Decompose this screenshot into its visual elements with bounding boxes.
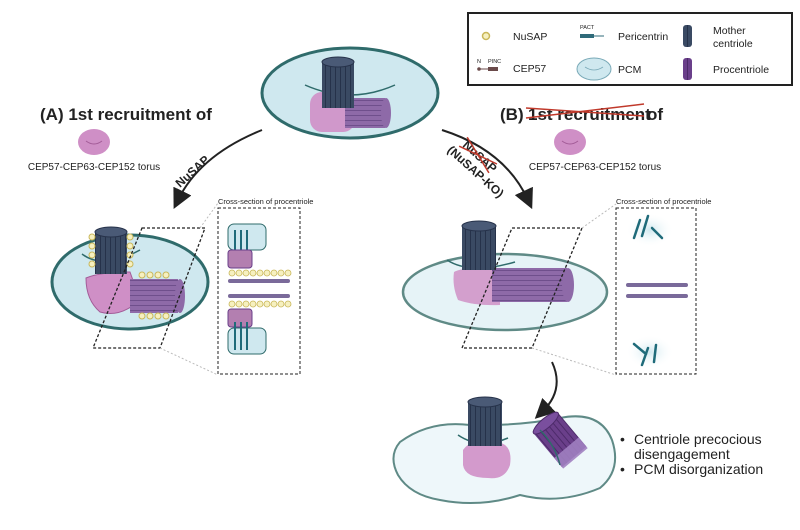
pcm-icon [576, 57, 612, 81]
outcome-list: Centriole precocious disengagement PCM d… [620, 432, 764, 478]
arrow-label-nusap: NuSAP [173, 153, 213, 191]
panel-b-centriole-complex [401, 220, 609, 349]
panel-b-title-prefix: (B) [500, 105, 524, 124]
torus-icon [78, 129, 110, 155]
panel-a-cross-section-box [217, 207, 301, 375]
outcome-item-line: disengagement [634, 446, 730, 462]
strike-line [458, 145, 498, 165]
panel-a-cross-section-content [227, 223, 292, 355]
mother-centriole [468, 402, 502, 446]
outcome-disengaged-complex [392, 396, 616, 505]
legend-label-procentriole: Procentriole [713, 64, 769, 76]
nusap-bead-icon [481, 31, 491, 41]
mother-centriole-icon [683, 25, 692, 47]
strike-line [525, 103, 645, 119]
legend-label-mother-line1: Mother [713, 25, 746, 37]
mother-centriole [462, 226, 496, 270]
panel-a-torus-label: CEP57-CEP63-CEP152 torus [28, 162, 160, 173]
legend-sublabel-n: N [477, 59, 481, 65]
panel-b-title-suffix: of [647, 105, 663, 124]
legend-sublabel-pact: PACT [580, 25, 595, 31]
panel-b-cross-section-label: Cross-section of procentriole [616, 197, 711, 206]
legend-label-mother-line2: centriole [713, 38, 753, 50]
pericentrin-icon [580, 34, 594, 38]
mother-centriole [95, 232, 127, 274]
outcome-item-line: PCM disorganization [634, 461, 764, 477]
outcome-item: PCM disorganization [620, 461, 764, 478]
procentriole [130, 279, 178, 313]
procentriole-icon [683, 58, 692, 80]
procentriole [492, 268, 567, 302]
panel-a-cross-section-label: Cross-section of procentriole [218, 197, 313, 206]
legend-label-pcm: PCM [618, 64, 641, 76]
torus [453, 268, 500, 306]
outcome-item-line: Centriole precocious [634, 431, 762, 447]
torus-icon [554, 129, 586, 155]
arrow-to-panel-a [173, 129, 263, 209]
legend-label-pericentrin: Pericentrin [618, 31, 668, 43]
panel-b-cross-section-box [615, 207, 697, 375]
legend-sublabel-pinc: PINC [488, 59, 501, 65]
legend: NuSAP PACT Pericentrin Mother centriole … [467, 12, 793, 86]
torus [463, 440, 511, 479]
arrow-to-panel-b [441, 129, 533, 210]
panel-a-centriole-complex [50, 226, 210, 349]
outcome-item: Centriole precocious disengagement [620, 432, 763, 462]
panel-b-torus-label: CEP57-CEP63-CEP152 torus [529, 162, 661, 173]
panel-a-title: (A) 1st recruitment of [40, 105, 212, 124]
legend-label-nusap: NuSAP [513, 31, 547, 43]
panel-b-cross-section-content [626, 213, 688, 369]
mother-centriole [322, 62, 354, 108]
initial-centriole-complex [260, 46, 440, 140]
strike-line [525, 107, 645, 117]
arrow-to-outcome [534, 361, 558, 419]
legend-label-cep57: CEP57 [513, 63, 546, 75]
